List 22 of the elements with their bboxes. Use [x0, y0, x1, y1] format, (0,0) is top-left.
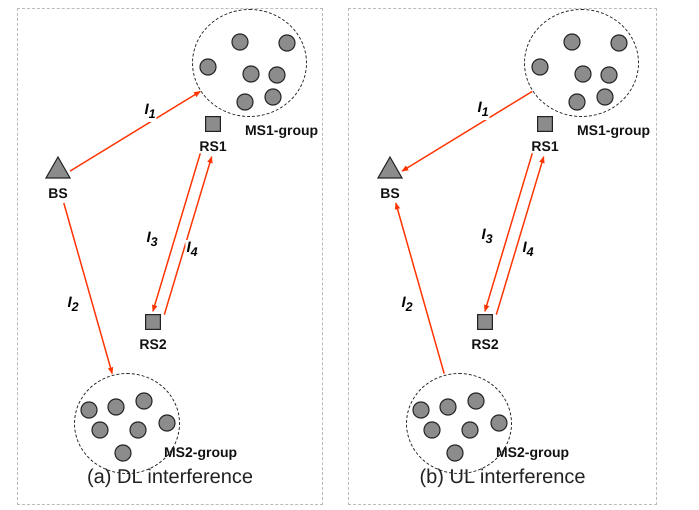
arrow [63, 202, 114, 374]
edge-label: I$_{1}$ [476, 100, 490, 120]
panel-caption: (b) UL interference [420, 466, 586, 489]
node-label: RS2 [471, 336, 499, 352]
node-label: MS2-group [496, 444, 570, 460]
arrow [70, 90, 201, 172]
arrow [164, 156, 213, 315]
arrow [484, 153, 534, 312]
node-label: RS2 [139, 336, 167, 352]
node-label: BS [380, 185, 400, 201]
arrow [401, 90, 533, 172]
node-label: RS1 [199, 138, 227, 154]
panel-caption: (a) DL interference [87, 466, 253, 489]
node-label: MS2-group [164, 444, 238, 460]
node-label: RS1 [531, 138, 559, 154]
node-label: BS [48, 185, 68, 201]
node-label: MS1-group [245, 122, 318, 138]
edge-label: I$_{1}$ [143, 102, 157, 122]
arrow [496, 156, 545, 315]
arrow [152, 153, 202, 312]
node-label: MS1-group [577, 122, 650, 138]
arrow [394, 202, 445, 374]
